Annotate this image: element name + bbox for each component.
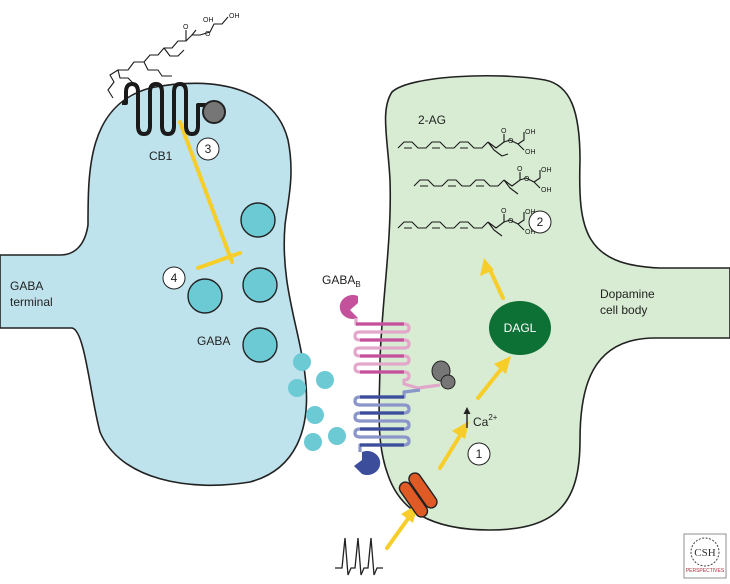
inhibition-bar	[196, 251, 242, 270]
gaba-terminal-label: GABA terminal	[10, 279, 53, 309]
svg-text:O: O	[508, 138, 514, 145]
step-marker-3: 3	[196, 137, 220, 161]
dagl-enzyme	[489, 301, 551, 355]
svg-text:OH: OH	[203, 17, 214, 24]
svg-text:OH: OH	[525, 209, 536, 216]
svg-text:OH: OH	[541, 167, 552, 174]
svg-text:OH: OH	[525, 129, 536, 136]
svg-text:OH: OH	[229, 13, 240, 20]
channel-subunit	[398, 481, 429, 518]
dagl-label: DAGL	[504, 321, 537, 335]
two-ag-molecule: O O OH OH	[397, 208, 536, 237]
gabab1-vft-icon	[339, 295, 358, 319]
action-potential-trace	[335, 537, 383, 576]
released-gaba	[288, 353, 346, 451]
svg-text:1: 1	[476, 447, 483, 461]
gaba-terminal	[0, 82, 308, 487]
svg-text:2: 2	[537, 215, 544, 229]
cb1-tm-icon	[122, 82, 206, 136]
gaba-molecule	[316, 371, 334, 389]
two-ag-label: 2-AG	[418, 113, 446, 127]
calcium-increase: Ca2+	[463, 407, 498, 429]
gabab1-tm-inner-icon	[356, 322, 404, 374]
logo-main: CSH	[694, 547, 715, 559]
synthesis-arrow	[489, 270, 505, 300]
csh-perspectives-logo: CSH PERSPECTIVES	[683, 533, 727, 579]
g-protein-subunit-icon	[440, 374, 456, 390]
calcium-label: Ca2+	[473, 413, 498, 429]
svg-text:O: O	[205, 31, 211, 38]
two-ag-molecule: O O OH OH	[397, 128, 536, 157]
logo-sub: PERSPECTIVES	[686, 568, 725, 574]
gabab2-vft-icon	[354, 451, 381, 475]
vesicle	[240, 202, 276, 238]
signal-arrows	[178, 120, 511, 550]
gaba-molecule	[306, 406, 324, 424]
gabab2-tm-icon	[353, 388, 421, 452]
gabab2-tm-inner-icon	[360, 395, 404, 447]
cb1-g-protein-icon	[202, 100, 226, 124]
gabab1-tm-icon	[353, 318, 441, 390]
gaba-vesicles	[187, 202, 278, 363]
svg-text:O: O	[508, 218, 514, 225]
ap-arrow	[385, 514, 412, 550]
channel-subunit	[408, 472, 438, 509]
up-arrow-head-icon	[463, 407, 471, 414]
svg-text:O: O	[501, 208, 507, 215]
bound-ag-head-icon	[191, 16, 229, 36]
svg-text:O: O	[183, 24, 189, 31]
dopamine-cell-label: Dopamine cell body	[600, 287, 658, 317]
step-marker-4: 4	[162, 266, 186, 290]
two-ag-bound: O O OH OH	[107, 13, 240, 99]
vesicle	[242, 267, 278, 303]
logo-ring-icon	[690, 537, 720, 567]
dagl-arrow	[476, 366, 504, 400]
cb1-label: CB1	[149, 149, 173, 163]
gaba-molecule	[288, 379, 306, 397]
bound-ag-chain-icon	[107, 30, 200, 99]
cb1-inhibition-line	[178, 120, 234, 264]
dopamine-cell-body	[378, 75, 730, 531]
ca-arrow	[438, 432, 463, 470]
svg-text:O: O	[501, 128, 507, 135]
svg-text:4: 4	[171, 271, 178, 285]
step-marker-1: 1	[467, 442, 491, 466]
svg-text:3: 3	[205, 142, 212, 156]
step-marker-2: 2	[528, 210, 552, 234]
gaba-molecule	[293, 353, 311, 371]
gaba-molecule	[304, 433, 322, 451]
vesicle	[187, 278, 223, 314]
ca-arrow-head	[452, 421, 469, 439]
gabab-receptor	[339, 295, 456, 475]
svg-text:O: O	[524, 176, 530, 183]
svg-text:OH: OH	[525, 149, 536, 156]
two-ag-molecule: O O OH OH	[413, 166, 552, 195]
dagl-arrow-head	[494, 356, 511, 374]
synthesis-arrow-head	[480, 258, 494, 276]
gaba-label: GABA	[197, 334, 230, 348]
vesicle	[242, 327, 278, 363]
svg-text:OH: OH	[541, 187, 552, 194]
svg-text:O: O	[517, 166, 523, 173]
calcium-channel	[398, 472, 438, 518]
gaba-molecule	[328, 427, 346, 445]
gabab-label: GABAB	[322, 273, 361, 289]
cb1-receptor	[122, 82, 226, 136]
svg-text:OH: OH	[525, 229, 536, 236]
